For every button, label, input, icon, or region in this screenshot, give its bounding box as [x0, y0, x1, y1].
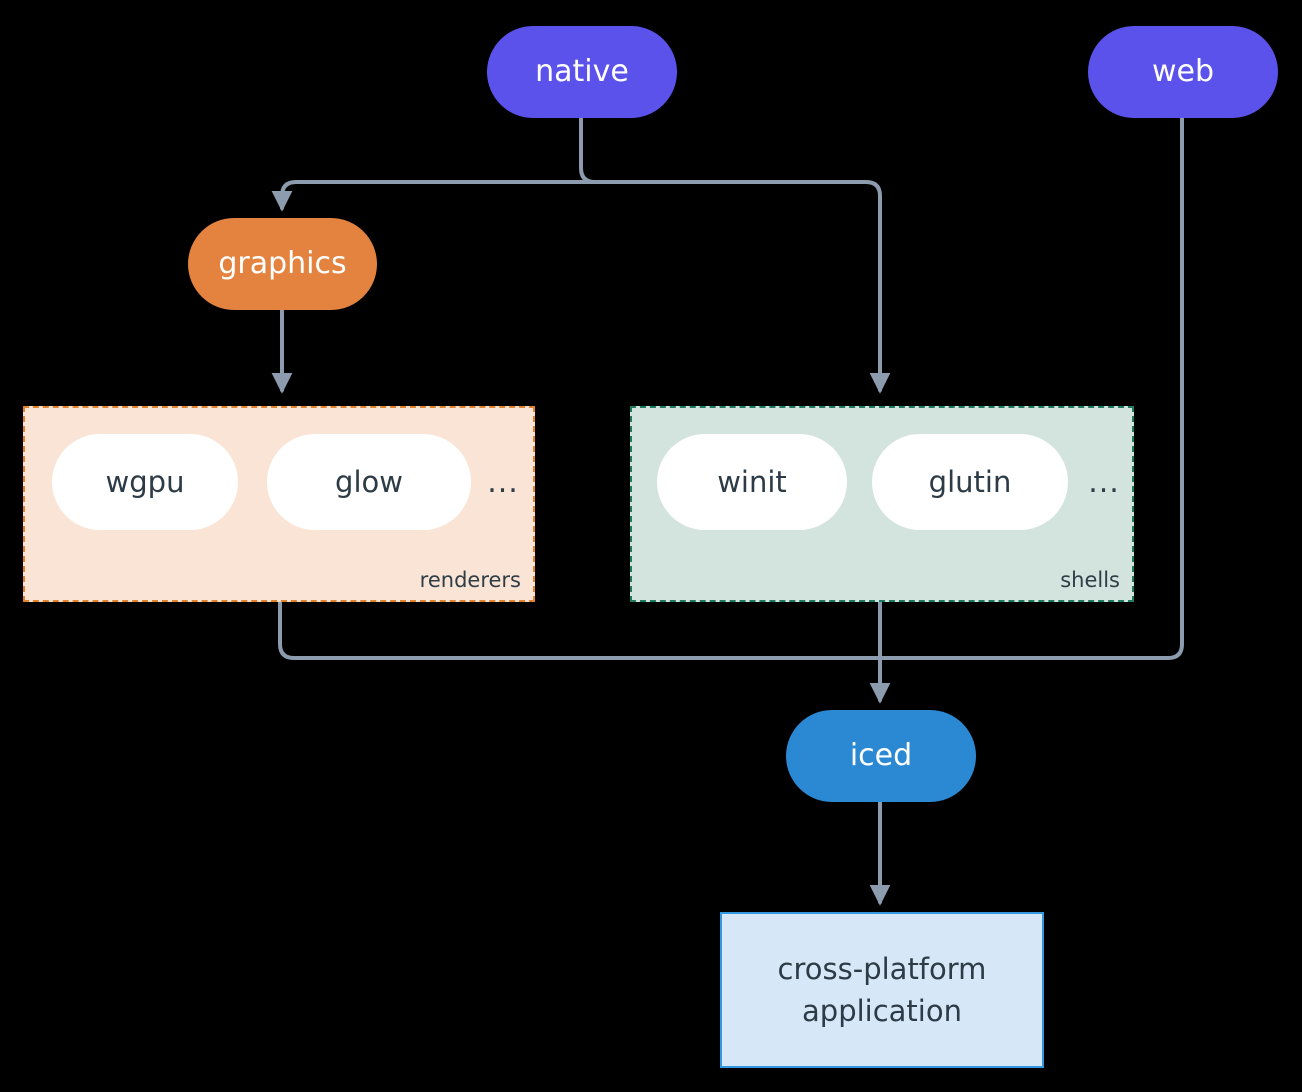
cluster-renderers-label: renderers	[419, 568, 521, 592]
chip-glutin[interactable]: glutin	[872, 434, 1068, 530]
node-application-line2: application	[802, 994, 962, 1028]
node-native[interactable]: native	[487, 26, 677, 118]
chip-winit[interactable]: winit	[657, 434, 847, 530]
edge-native-stem	[579, 114, 597, 184]
node-web-label: web	[1151, 54, 1215, 90]
cluster-shells: winit glutin ... shells	[630, 406, 1134, 602]
renderers-ellipsis: ...	[487, 464, 519, 500]
edge-renderers-to-iced	[278, 600, 882, 660]
node-application[interactable]: cross-platform application	[720, 912, 1044, 1068]
node-iced[interactable]: iced	[786, 710, 976, 802]
chip-glow-label: glow	[335, 465, 403, 499]
edge-native-to-shells	[579, 180, 891, 394]
chip-wgpu-label: wgpu	[105, 465, 185, 499]
edge-native-to-graphics	[271, 180, 583, 212]
chip-winit-label: winit	[717, 465, 787, 499]
chip-glow[interactable]: glow	[267, 434, 471, 530]
shells-ellipsis: ...	[1088, 464, 1120, 500]
node-application-line1: cross-platform	[777, 951, 987, 986]
node-web[interactable]: web	[1088, 26, 1278, 118]
node-graphics-label: graphics	[218, 246, 347, 282]
cluster-shells-label: shells	[1060, 568, 1120, 592]
chip-wgpu[interactable]: wgpu	[52, 434, 238, 530]
node-native-label: native	[535, 54, 629, 90]
cluster-renderers: wgpu glow ... renderers	[23, 406, 535, 602]
chip-glutin-label: glutin	[928, 465, 1012, 499]
node-graphics[interactable]: graphics	[188, 218, 377, 310]
node-iced-label: iced	[849, 738, 913, 774]
